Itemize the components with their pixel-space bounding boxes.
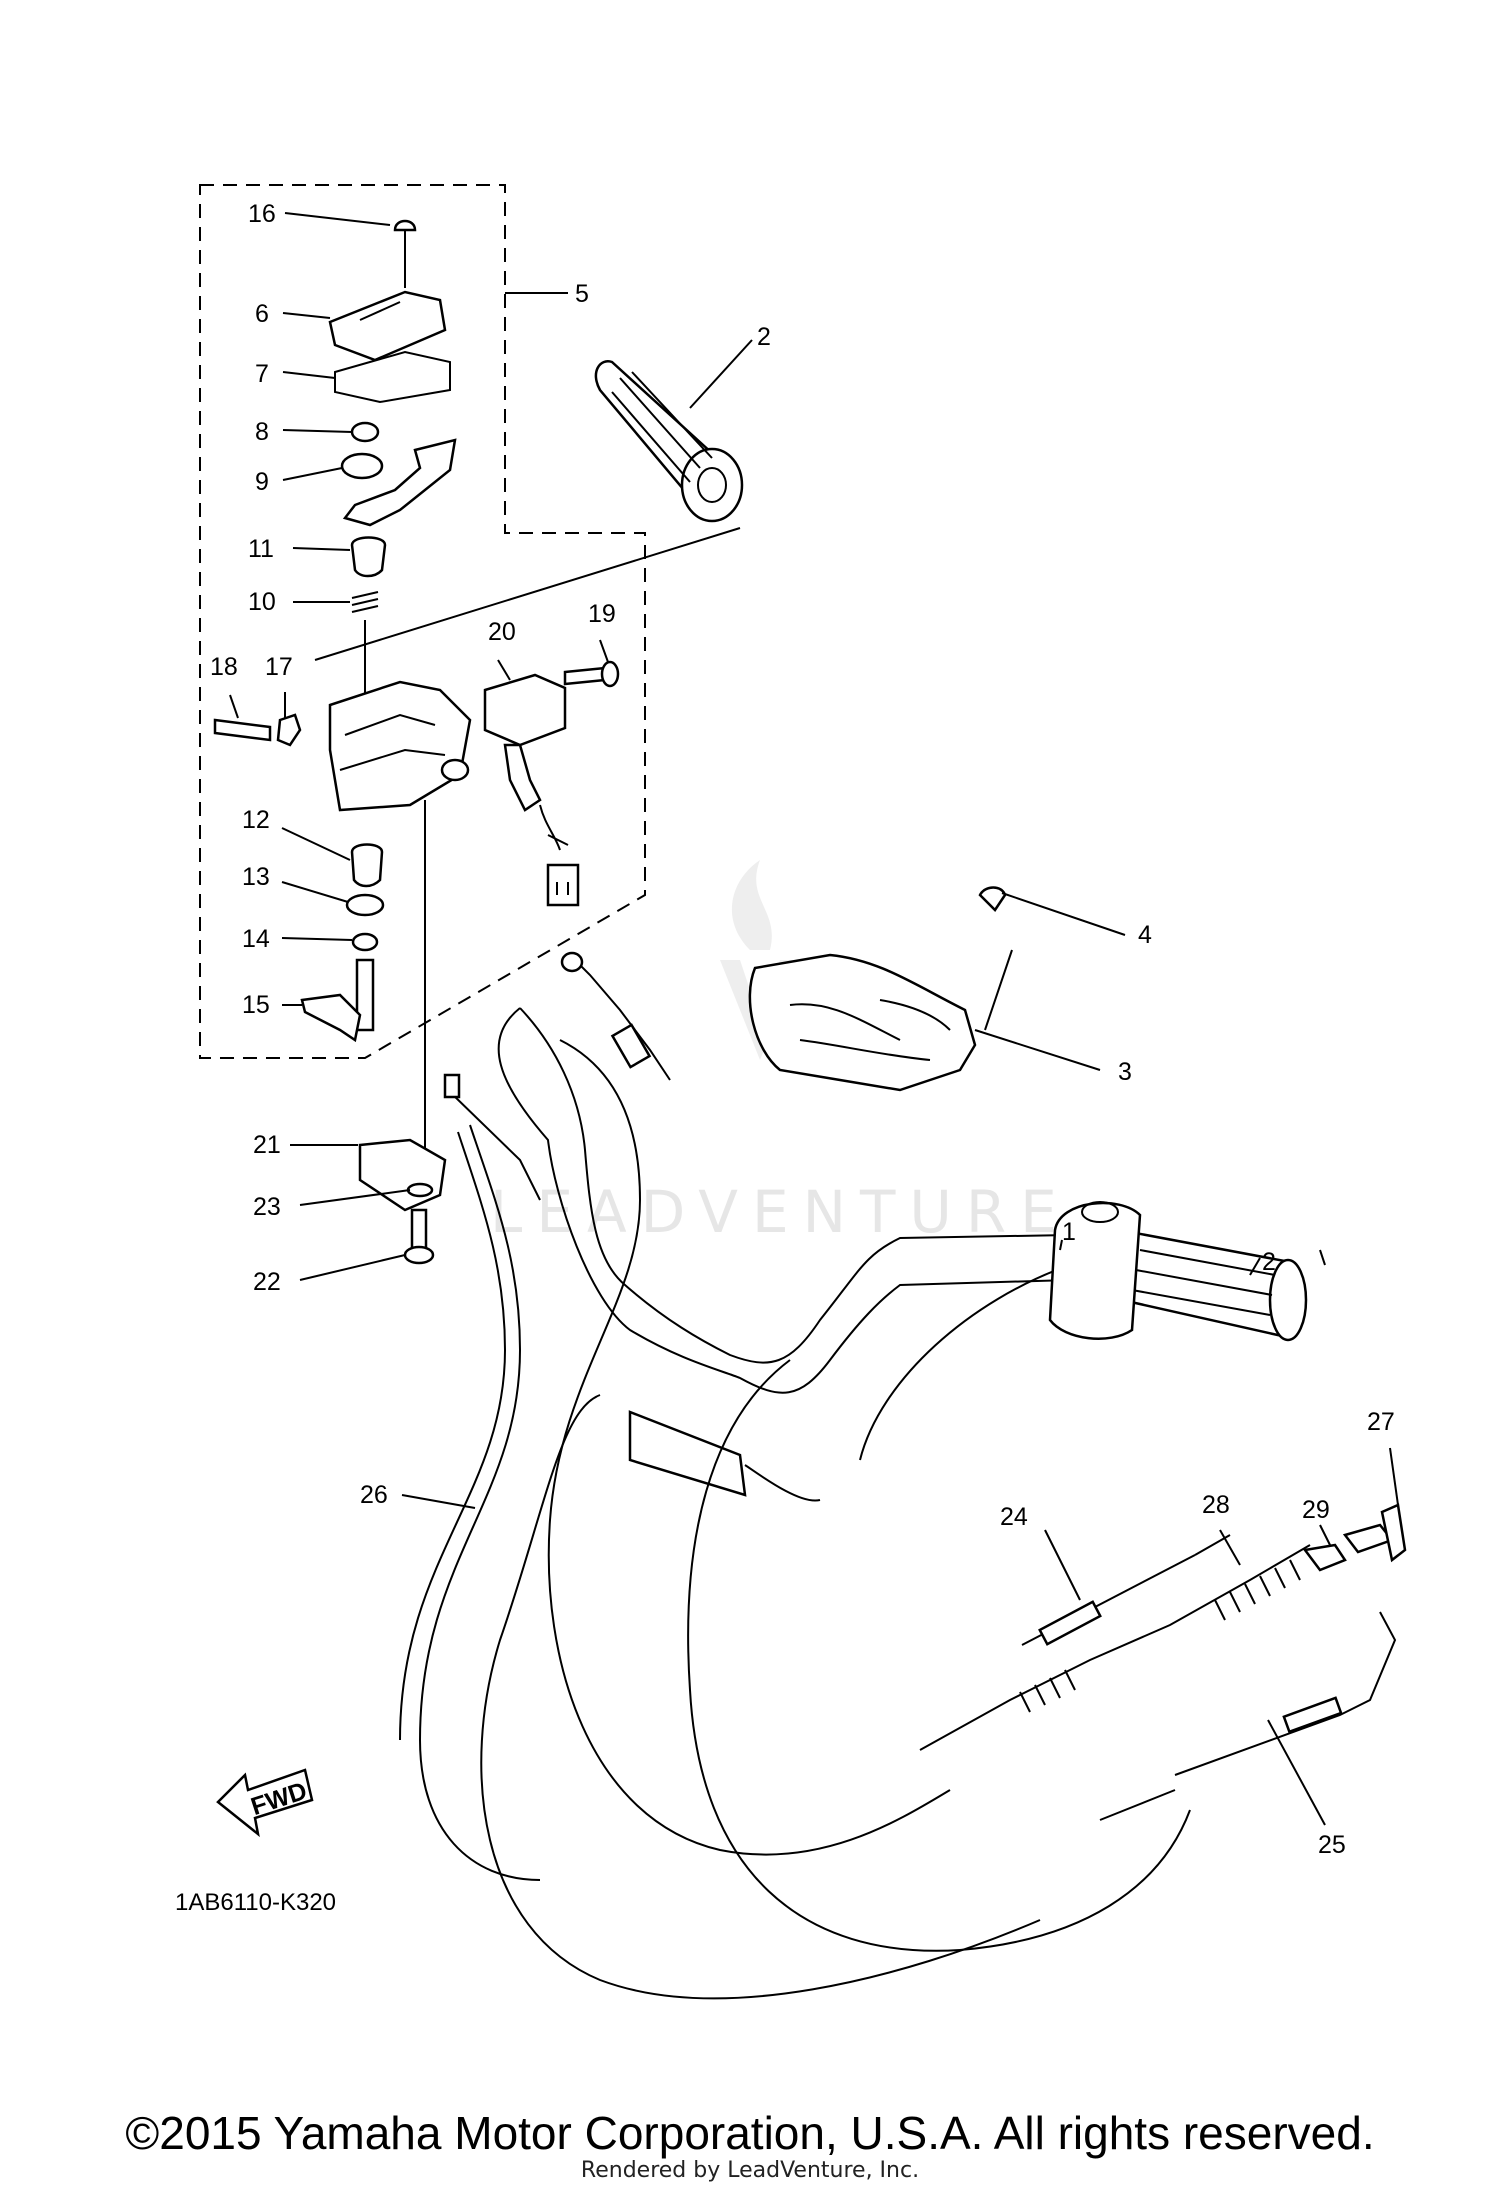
throttle-shaft-15 xyxy=(300,958,375,1043)
callout-16: 16 xyxy=(248,200,276,228)
cable-loop-right xyxy=(687,1359,1191,1952)
callouts: 16 6 7 8 9 11 10 18 17 12 13 14 15 5 2 2… xyxy=(210,200,1395,1859)
cover-6 xyxy=(328,219,447,362)
callout-19: 19 xyxy=(588,600,616,628)
fwd-label: FWD xyxy=(248,1777,311,1821)
callout-6: 6 xyxy=(255,300,269,328)
cable-loop-inner xyxy=(547,1039,951,1856)
callout-28: 28 xyxy=(1202,1491,1230,1519)
callout-17: 17 xyxy=(265,653,293,681)
callout-26: 26 xyxy=(360,1481,388,1509)
grip-upper xyxy=(594,360,744,523)
callout-13: 13 xyxy=(242,863,270,891)
cable-25 xyxy=(1099,1611,1397,1821)
callout-9: 9 xyxy=(255,468,269,496)
gasket-7 xyxy=(334,350,451,404)
spring-10 xyxy=(351,591,379,613)
cable-24 xyxy=(1021,1534,1231,1646)
callout-23: 23 xyxy=(253,1193,281,1221)
copyright-notice: ©2015 Yamaha Motor Corporation, U.S.A. A… xyxy=(125,2107,1375,2159)
callout-2-upper: 2 xyxy=(757,323,771,351)
washer-13 xyxy=(345,893,385,917)
cable-26-loop xyxy=(418,1124,541,1881)
leader-lines xyxy=(229,212,1399,1826)
clip-4 xyxy=(978,886,1007,912)
wing-bolt-27 xyxy=(1342,1503,1407,1563)
callout-15: 15 xyxy=(242,991,270,1019)
callout-3: 3 xyxy=(1118,1058,1132,1086)
callout-7: 7 xyxy=(255,360,269,388)
watermark-text: LEADVENTURE xyxy=(490,1178,1071,1246)
callout-29: 29 xyxy=(1302,1496,1330,1524)
cable-loop-outer xyxy=(859,1264,1071,1461)
lever-arm xyxy=(342,438,457,527)
callout-27: 27 xyxy=(1367,1408,1395,1436)
callout-4: 4 xyxy=(1138,921,1152,949)
callout-10: 10 xyxy=(248,588,276,616)
handlebar-loop xyxy=(480,1394,1041,2000)
nut-17 xyxy=(276,713,302,747)
clamp-21 xyxy=(358,1138,447,1212)
washer-9 xyxy=(340,452,384,480)
callout-12: 12 xyxy=(242,806,270,834)
callout-18: 18 xyxy=(210,653,238,681)
cable-end-upper xyxy=(443,951,671,1201)
collar-11 xyxy=(350,536,387,578)
cover-3 xyxy=(748,953,977,1092)
callout-5: 5 xyxy=(575,280,589,308)
screw-19 xyxy=(563,660,620,688)
rendered-by-notice: Rendered by LeadVenture, Inc. xyxy=(580,2158,920,2183)
throttle-housing xyxy=(328,680,472,812)
diagram-code: 1AB6110-K320 xyxy=(175,1889,336,1916)
callout-21: 21 xyxy=(253,1131,281,1159)
callout-14: 14 xyxy=(242,925,270,953)
callout-11: 11 xyxy=(248,535,274,563)
nut-8 xyxy=(350,421,380,443)
callout-2-lower: 2 xyxy=(1262,1248,1276,1276)
fitting-29 xyxy=(1302,1543,1347,1572)
bushing-12 xyxy=(350,843,384,888)
switch-20 xyxy=(483,673,580,907)
bolt-22 xyxy=(403,1208,435,1265)
callout-20: 20 xyxy=(488,618,516,646)
grip-lower xyxy=(1048,1201,1308,1342)
callout-25: 25 xyxy=(1318,1831,1346,1859)
screw-18 xyxy=(213,718,272,742)
handlebar xyxy=(497,1007,1071,1502)
watermark: LEADVENTURE xyxy=(490,860,1071,1246)
callout-1: 1 xyxy=(1062,1218,1076,1246)
fwd-arrow-icon: FWD xyxy=(216,1768,314,1838)
washer-14 xyxy=(351,932,379,952)
callout-8: 8 xyxy=(255,418,269,446)
cable-26-loop-inner xyxy=(399,1131,507,1741)
washer-23 xyxy=(406,1182,434,1198)
callout-22: 22 xyxy=(253,1268,281,1296)
cable-28-adjuster xyxy=(919,1544,1311,1751)
callout-24: 24 xyxy=(1000,1503,1028,1531)
throttle-assembly-outline xyxy=(199,184,646,1059)
